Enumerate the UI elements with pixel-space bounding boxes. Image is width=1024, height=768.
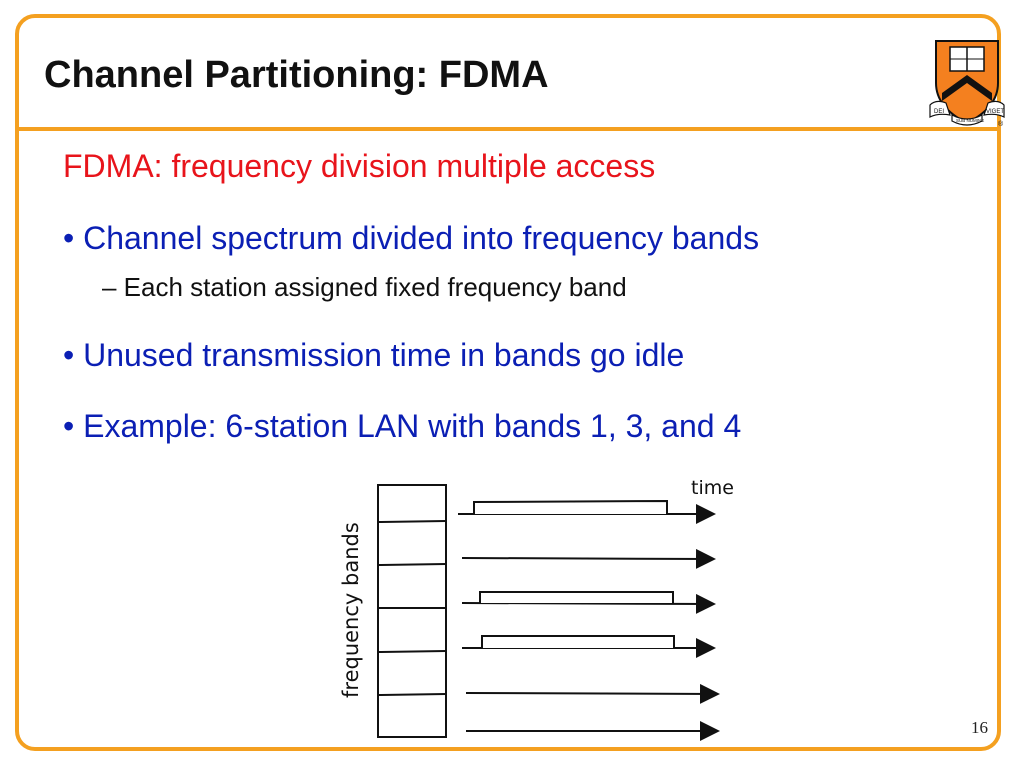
logo-registered-mark: ® [998, 120, 1004, 127]
slide-frame [15, 14, 1001, 751]
band-4-transmission [481, 635, 675, 648]
frequency-band-stack [377, 484, 447, 738]
university-shield-logo: DEI SUB NUMINE VIGET ® [929, 40, 1005, 127]
logo-text-left: DEI [934, 109, 944, 115]
page-number: 16 [971, 718, 988, 737]
active-band-blocks [473, 499, 675, 648]
band-3-transmission [479, 591, 674, 603]
bullet-channel-spectrum: • Channel spectrum divided into frequenc… [63, 220, 760, 256]
title-divider [15, 127, 1001, 131]
heading-fdma: FDMA: frequency division multiple access [63, 148, 656, 184]
bullet-example: • Example: 6-station LAN with bands 1, 3… [63, 408, 742, 444]
slide-title: Channel Partitioning: FDMA [44, 54, 549, 96]
frequency-axis-label: frequency bands [339, 522, 363, 698]
band-1-transmission [473, 499, 668, 514]
logo-text-mid: SUB NUMINE [956, 118, 984, 123]
band-3-arrow [461, 593, 716, 614]
bullet-unused-time: • Unused transmission time in bands go i… [63, 337, 685, 373]
band-time-arrows [458, 504, 720, 741]
logo-text-right: VIGET [986, 109, 1004, 115]
band-2-arrow [461, 548, 716, 569]
sub-bullet-fixed-band: – Each station assigned fixed frequency … [102, 272, 627, 302]
time-axis-label: time [691, 477, 734, 499]
band-5-arrow [465, 683, 720, 704]
